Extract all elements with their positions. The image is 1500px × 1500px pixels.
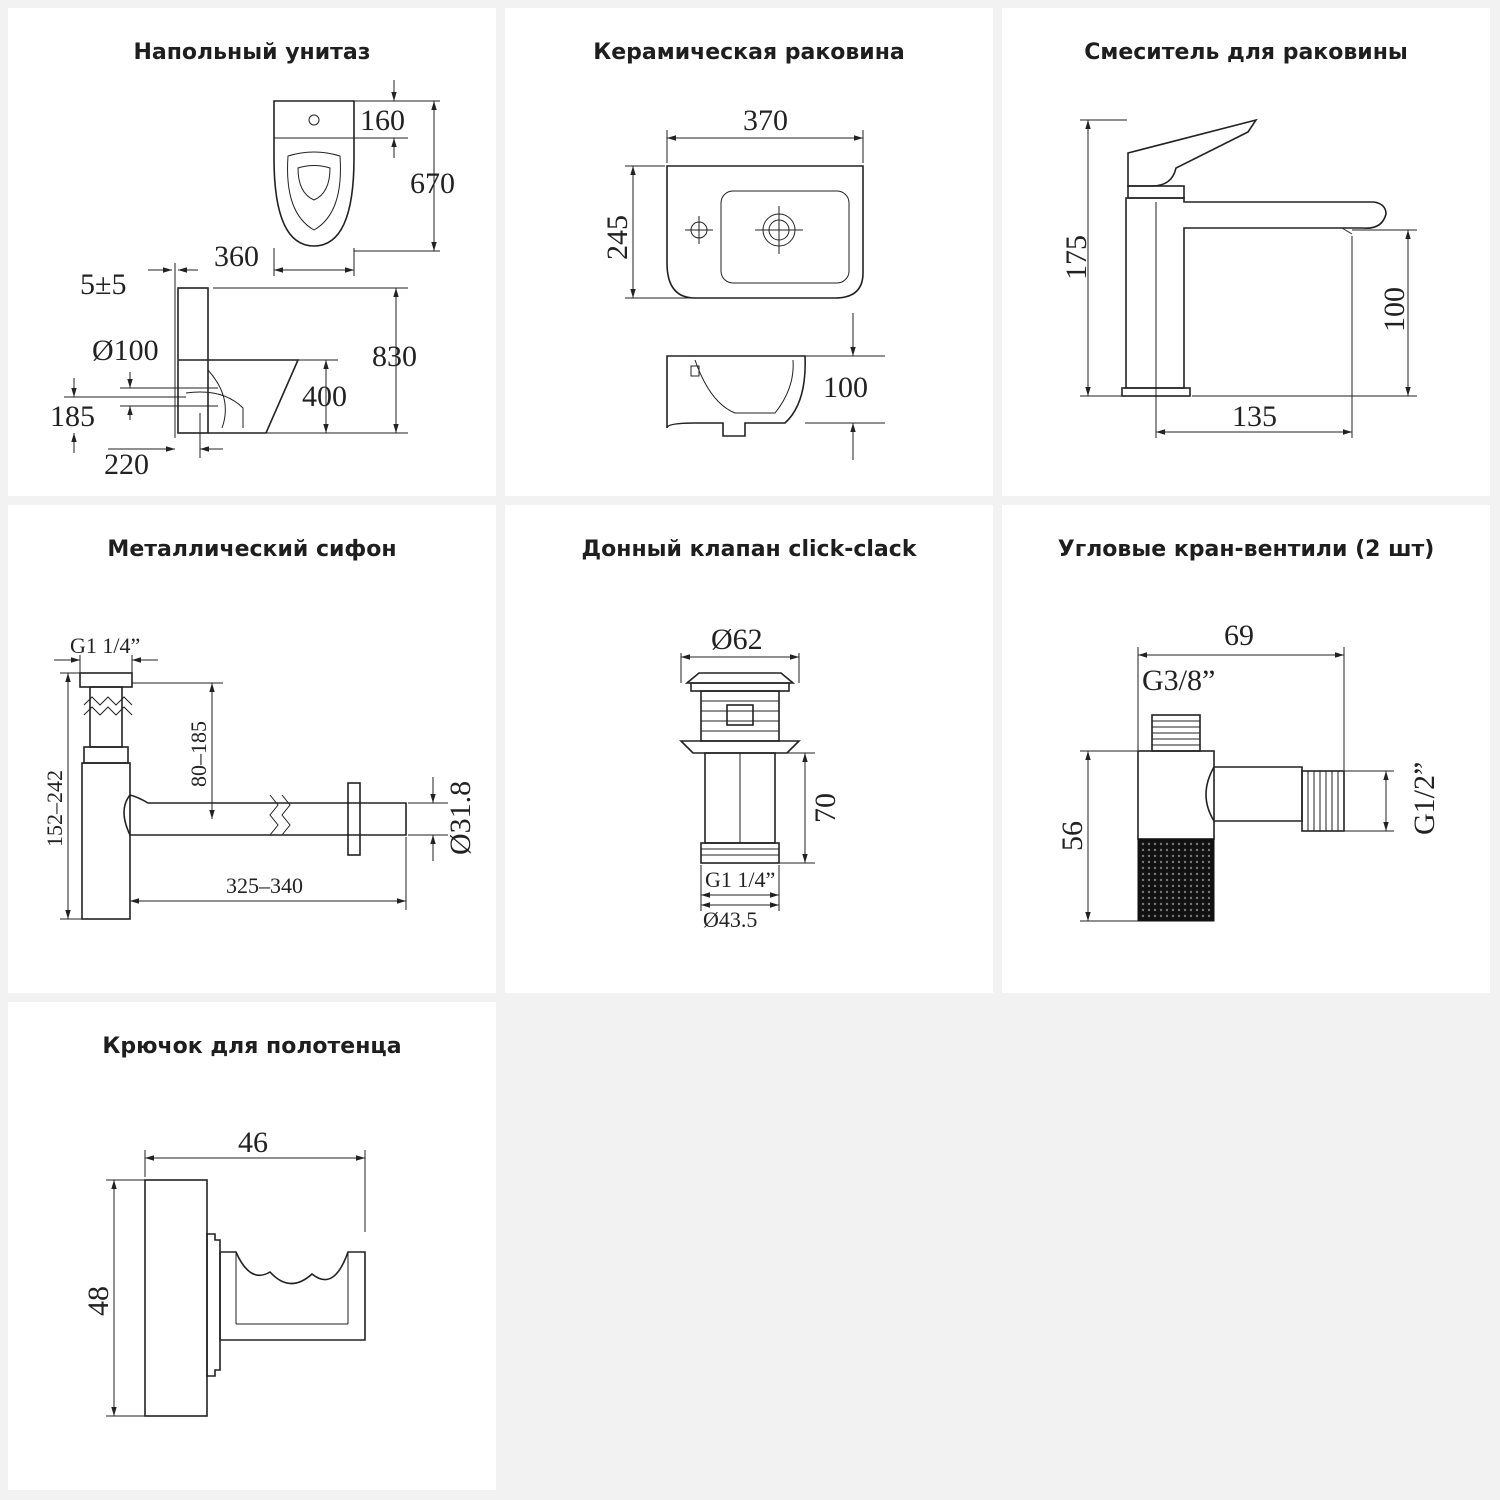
panel-mixer: Смеситель для раковины 175 100 135	[1002, 8, 1490, 496]
angle-valve-side-thread	[1301, 770, 1345, 832]
panel-title: Напольный унитаз	[133, 40, 371, 65]
dim-70: 70	[809, 793, 842, 823]
sink-drawing: 370 245 100	[601, 104, 885, 460]
siphon-drawing: G1 1/4” 152–242 80–185 Ø31.8 325–3	[42, 633, 477, 920]
dim-d100: Ø100	[92, 334, 159, 367]
dim-g12: G1/2”	[1408, 762, 1441, 835]
dim-670: 670	[410, 167, 455, 200]
panel-title: Металлический сифон	[107, 537, 397, 562]
panel-title: Крючок для полотенца	[102, 1034, 402, 1059]
dim-245: 245	[601, 215, 634, 260]
hook-base-visible	[144, 1179, 208, 1417]
dim-69: 69	[1224, 619, 1254, 652]
dim-g114: G1 1/4”	[705, 867, 775, 892]
dim-100: 100	[823, 371, 868, 404]
dim-220: 220	[104, 448, 149, 481]
panel-title: Смеситель для раковины	[1084, 40, 1408, 65]
panel-sink: Керамическая раковина 370 245 100	[505, 8, 993, 496]
valve-cap	[684, 672, 796, 684]
panel-title: Угловые кран-вентили (2 шт)	[1057, 537, 1435, 562]
dim-d31-8: Ø31.8	[444, 781, 477, 855]
mixer-drawing: 175 100 135	[1060, 118, 1417, 438]
dim-48: 48	[82, 1286, 115, 1316]
sink-side-view	[666, 355, 806, 437]
mixer-body	[1125, 197, 1387, 389]
panel-title: Керамическая раковина	[593, 40, 905, 65]
mixer-handle	[1127, 118, 1258, 187]
dim-830: 830	[372, 340, 417, 373]
dim-g38: G3/8”	[1142, 664, 1215, 697]
dim-370: 370	[743, 104, 788, 137]
dim-152-242: 152–242	[42, 770, 67, 847]
dim-100: 100	[1378, 287, 1411, 332]
dim-d62: Ø62	[711, 623, 763, 656]
panel-valve: Донный клапан click-clack Ø62 70 G1 1/4”	[505, 505, 993, 993]
dim-325-340: 325–340	[226, 873, 303, 898]
siphon-inlet	[79, 672, 133, 688]
sink-top-view	[666, 165, 864, 299]
dim-g114: G1 1/4”	[70, 633, 140, 658]
dim-5pm5: 5±5	[80, 268, 126, 301]
dim-175: 175	[1060, 235, 1093, 280]
dim-135: 135	[1232, 400, 1277, 433]
dim-46: 46	[238, 1126, 268, 1159]
toilet-top-view	[273, 100, 355, 247]
siphon-body	[81, 762, 131, 920]
hook-arm	[219, 1251, 366, 1341]
angle-valve-knurled-handle	[1137, 838, 1215, 922]
dim-360: 360	[214, 240, 259, 273]
dim-400: 400	[302, 380, 347, 413]
valve-drawing: Ø62 70 G1 1/4” Ø43.5	[679, 623, 842, 932]
panel-title: Донный клапан click-clack	[581, 537, 917, 562]
dim-80-185: 80–185	[186, 721, 211, 787]
dim-160: 160	[360, 104, 405, 137]
dim-185: 185	[50, 400, 95, 433]
panel-hook: Крючок для полотенца 46	[8, 1002, 496, 1490]
dim-d43-5: Ø43.5	[703, 907, 757, 932]
hook-drawing: 46 48	[82, 1126, 366, 1417]
toilet-drawing: 160 670 360 5±5 830 Ø100 400	[50, 80, 455, 481]
angle-valve-drawing: 69 G3/8” 56 G1/2”	[1056, 619, 1441, 922]
angle-valve-body	[1137, 750, 1215, 840]
panel-toilet: Напольный унитаз 160 670 360 5±5	[8, 8, 496, 496]
panel-siphon: Металлический сифон G1 1/4” 152–242 80–1…	[8, 505, 496, 993]
panel-angle-valve: Угловые кран-вентили (2 шт) 69 G3/8” 56	[1002, 505, 1490, 993]
dim-56: 56	[1056, 821, 1089, 851]
